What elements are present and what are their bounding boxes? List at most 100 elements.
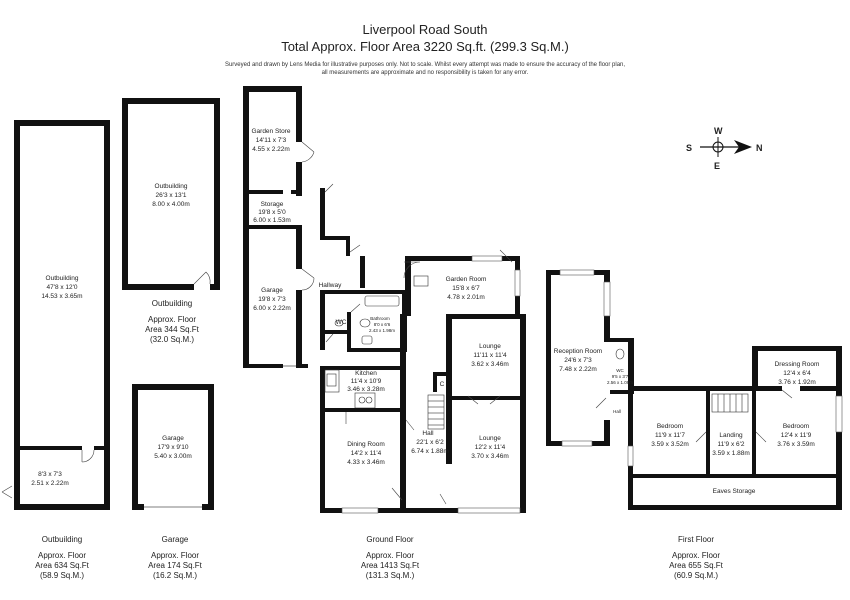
lounge-1-metric: 3.62 x 3.46m [471,361,509,368]
garage-main-imperial: 19'8 x 7'3 [258,296,286,303]
svg-text:Garage: Garage [162,535,189,544]
reception-room-metric: 7.48 x 2.22m [559,366,597,373]
dressing-room-metric: 3.76 x 1.92m [778,379,816,386]
reception-room-name: Reception Room [554,348,602,355]
svg-text:Area 174 Sq.Ft: Area 174 Sq.Ft [148,561,203,570]
outbuilding-large-metric: 14.53 x 3.65m [41,293,82,300]
garden-store-metric: 4.55 x 2.22m [252,146,290,153]
wc-first-name: WC [616,368,624,373]
ground-floor-plan: Garden Store 14'11 x 7'3 4.55 x 2.22m St… [243,86,526,514]
wc-ground-name: WC [336,319,347,326]
garden-room-imperial: 15'8 x 6'7 [452,285,480,292]
lounge-2-imperial: 12'2 x 11'4 [475,444,506,451]
garden-room-name: Garden Room [446,276,487,283]
garden-room-metric: 4.78 x 2.01m [447,294,485,301]
bathroom-imperial: 8'0 x 6'6 [374,322,391,327]
svg-text:Area 344 Sq.Ft: Area 344 Sq.Ft [145,325,200,334]
bedroom-2-name: Bedroom [783,423,809,430]
outbuilding-top-metric: 8.00 x 4.00m [152,201,190,208]
svg-text:Area 655 Sq.Ft: Area 655 Sq.Ft [669,561,724,570]
dining-room-name: Dining Room [347,441,385,448]
bedroom-1-imperial: 11'9 x 11'7 [655,432,685,439]
garage-main-name: Garage [261,287,283,294]
bedroom-2-imperial: 12'4 x 11'9 [781,432,812,439]
landing-metric: 3.59 x 1.88m [712,450,750,457]
hallway-name: Hallway [319,282,343,289]
svg-text:Approx. Floor: Approx. Floor [38,551,86,560]
first-floor-plan: WC 9'5 x 3'7 2.56 x 1.09m Hall Reception… [546,269,843,510]
hall-imperial: 22'1 x 6'2 [416,439,444,446]
garage-detached-metric: 5.40 x 3.00m [154,453,192,460]
svg-text:Approx. Floor: Approx. Floor [148,315,196,324]
garage-main-metric: 6.00 x 2.22m [253,305,291,312]
landing-name: Landing [719,432,743,439]
page-title: Liverpool Road South [362,22,488,37]
storage-imperial: 19'8 x 5'0 [258,209,286,216]
hall-first-name: Hall [613,409,621,414]
garden-store-name: Garden Store [251,128,290,135]
reception-room-imperial: 24'6 x 7'3 [564,357,592,364]
svg-text:Area 634 Sq.Ft: Area 634 Sq.Ft [35,561,90,570]
landing-imperial: 11'9 x 6'2 [718,441,745,448]
outbuilding-large-imperial: 47'8 x 12'0 [46,284,77,291]
cupboard-label: C [440,381,445,388]
svg-text:(32.0 Sq.M.): (32.0 Sq.M.) [150,335,194,344]
wc-first-imperial: 9'5 x 3'7 [612,374,629,379]
garage-detached-imperial: 17'9 x 9'10 [157,444,188,451]
eaves-storage-name: Eaves Storage [713,488,756,495]
dressing-room-name: Dressing Room [775,361,820,368]
garage-caption: Garage Approx. Floor Area 174 Sq.Ft (16.… [148,535,203,580]
bathroom-name: Bathroom [370,316,390,321]
dressing-room-imperial: 12'4 x 6'4 [783,370,811,377]
bedroom-2-metric: 3.76 x 3.59m [777,441,815,448]
bedroom-1-name: Bedroom [657,423,683,430]
compass-west: W [714,126,723,136]
svg-text:Outbuilding: Outbuilding [42,535,82,544]
garden-store-imperial: 14'11 x 7'3 [256,137,287,144]
outbuilding-small-imperial: 8'3 x 7'3 [38,471,62,478]
garage-detached-plan: Garage 17'9 x 9'10 5.40 x 3.00m [132,384,214,510]
svg-text:(131.3 Sq.M.): (131.3 Sq.M.) [366,571,415,580]
outbuilding-top-imperial: 26'3 x 13'1 [155,192,186,199]
svg-text:Approx. Floor: Approx. Floor [672,551,720,560]
outbuilding-large-plan: Outbuilding 47'8 x 12'0 14.53 x 3.65m 8'… [1,120,110,510]
outbuilding-large-name: Outbuilding [46,275,79,282]
compass-south: S [686,143,692,153]
svg-text:(58.9 Sq.M.): (58.9 Sq.M.) [40,571,84,580]
lounge-2-metric: 3.70 x 3.46m [471,453,509,460]
lounge-2-name: Lounge [479,435,501,442]
outbuilding-caption: Outbuilding Approx. Floor Area 634 Sq.Ft… [35,535,90,580]
storage-metric: 6.00 x 1.53m [253,217,291,224]
kitchen-metric: 3.46 x 3.28m [347,386,385,393]
kitchen-name: Kitchen [355,370,377,377]
dining-room-imperial: 14'2 x 11'4 [351,450,382,457]
compass-icon: W E S N [686,126,763,171]
kitchen-imperial: 11'4 x 10'9 [351,378,382,385]
svg-text:Approx. Floor: Approx. Floor [151,551,199,560]
page-subtitle: Total Approx. Floor Area 3220 Sq.ft. (29… [281,39,569,54]
svg-text:First Floor: First Floor [678,535,714,544]
outbuilding-small-metric: 2.51 x 2.22m [31,480,69,487]
svg-text:Approx. Floor: Approx. Floor [366,551,414,560]
hall-name: Hall [422,430,434,437]
disclaimer-line-2: all measurements are approximate and no … [321,70,529,76]
lounge-1-imperial: 11'11 x 11'4 [473,352,507,359]
outbuilding-top-caption: Outbuilding Approx. Floor Area 344 Sq.Ft… [145,299,200,344]
wc-first-metric: 2.56 x 1.09m [607,380,633,385]
bedroom-1-metric: 3.59 x 3.52m [651,441,689,448]
svg-text:Area 1413 Sq.Ft: Area 1413 Sq.Ft [361,561,420,570]
disclaimer-line-1: Surveyed and drawn by Lens Media for ill… [224,62,626,68]
outbuilding-top-plan: Outbuilding 26'3 x 13'1 8.00 x 4.00m [122,98,220,290]
svg-text:(16.2 Sq.M.): (16.2 Sq.M.) [153,571,197,580]
dining-room-metric: 4.33 x 3.46m [347,459,385,466]
svg-text:(60.9 Sq.M.): (60.9 Sq.M.) [674,571,718,580]
hall-metric: 6.74 x 1.88m [411,448,449,455]
first-floor-caption: First Floor Approx. Floor Area 655 Sq.Ft… [669,535,724,580]
storage-name: Storage [261,201,284,208]
svg-text:Outbuilding: Outbuilding [152,299,192,308]
lounge-1-name: Lounge [479,343,501,350]
ground-floor-caption: Ground Floor Approx. Floor Area 1413 Sq.… [361,535,420,580]
outbuilding-top-name: Outbuilding [155,183,188,190]
compass-east: E [714,161,720,171]
